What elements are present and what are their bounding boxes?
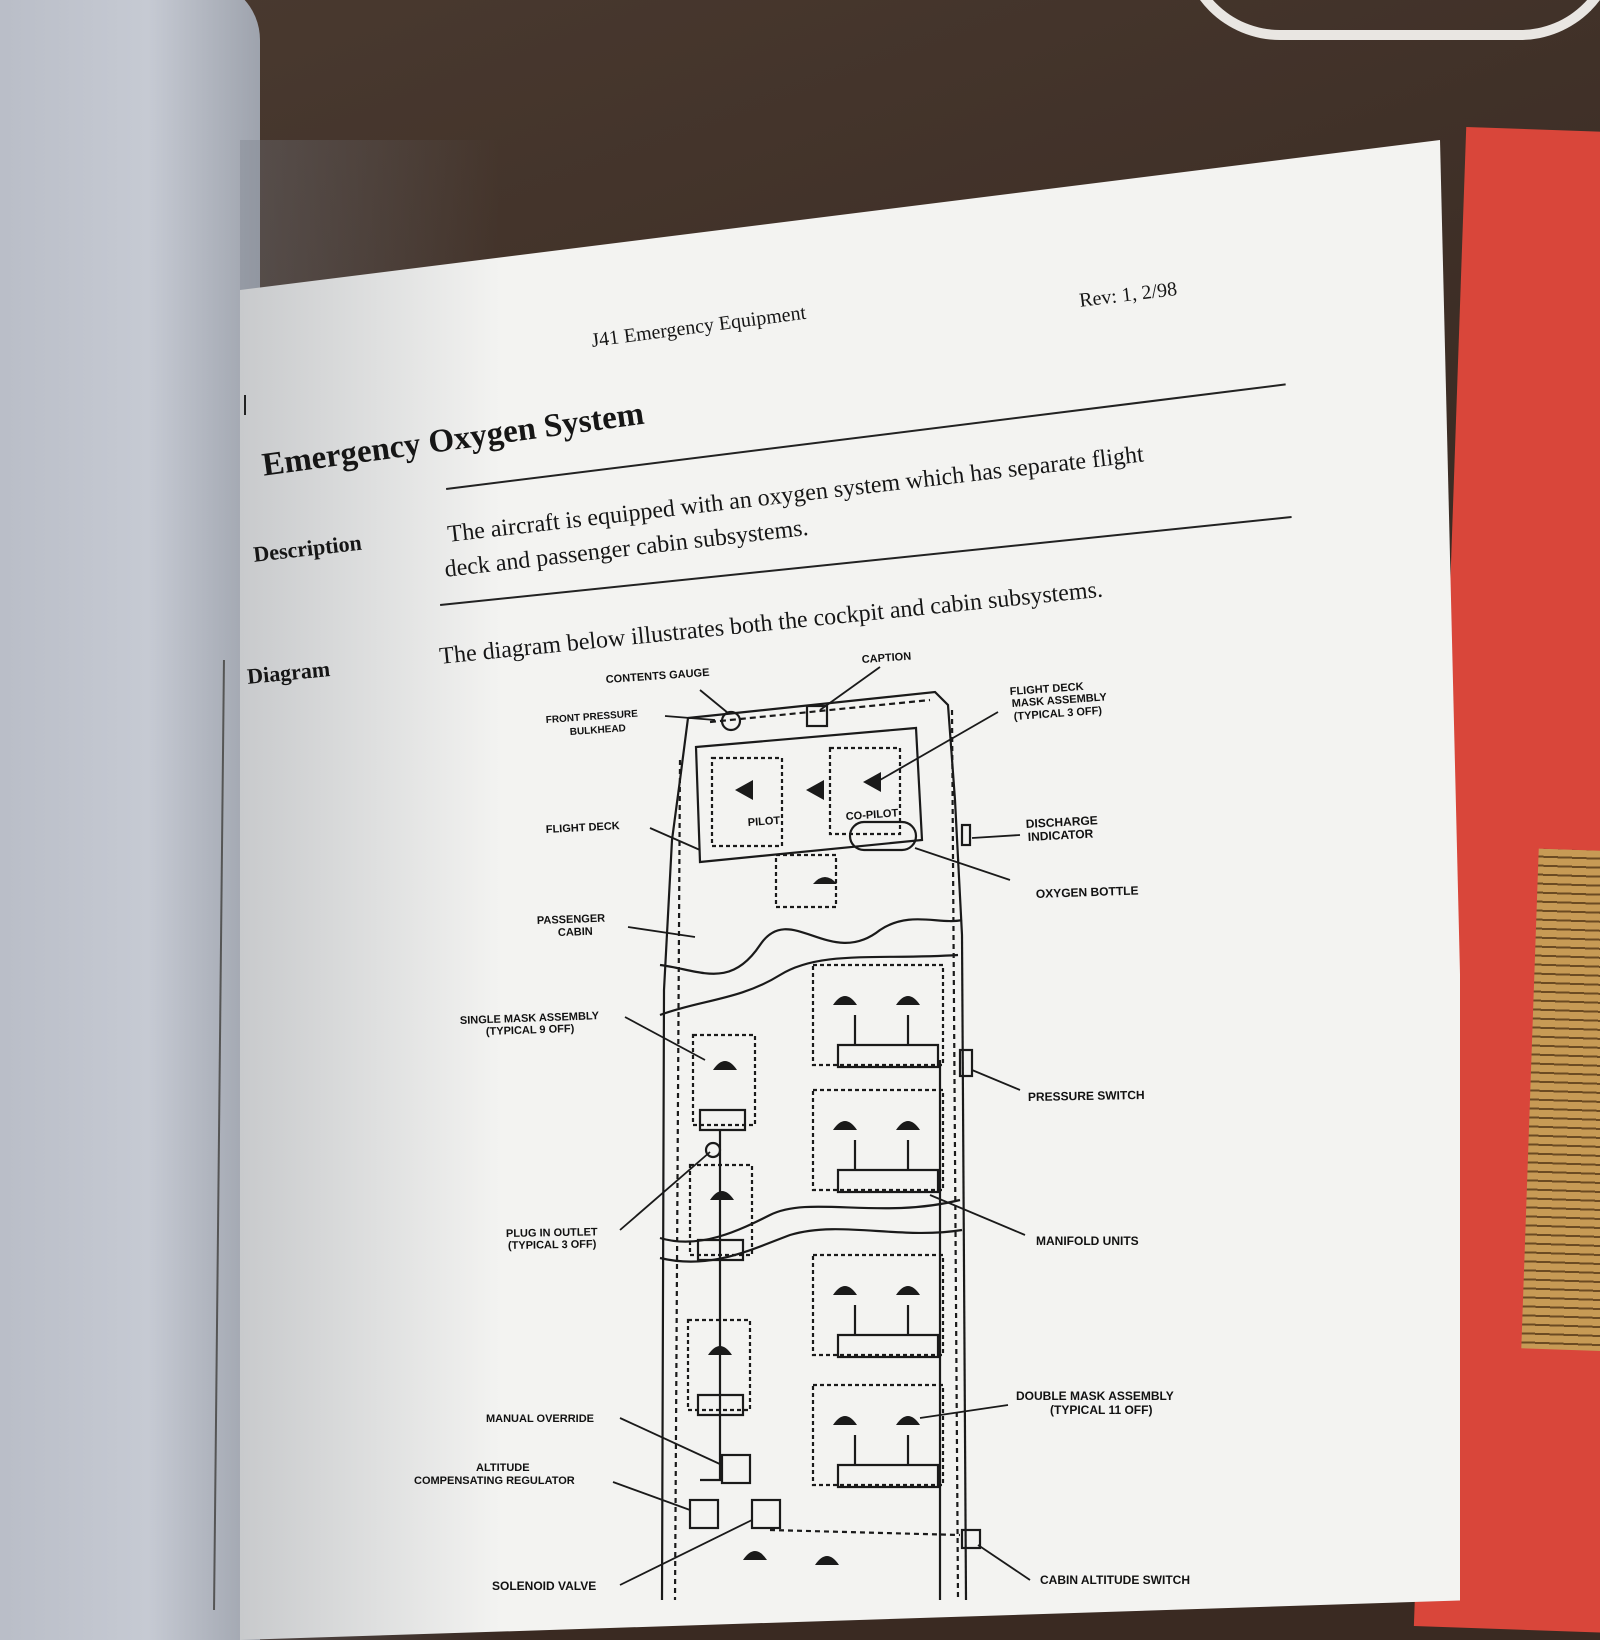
page-content: J41 Emergency Equipment Rev: 1, 2/98 Eme… — [246, 278, 1292, 1600]
plug-in-outlet-symbol — [704, 1141, 722, 1159]
manual-override-label: MANUAL OVERRIDE — [486, 1413, 594, 1425]
flight-deck-label: FLIGHT DECK — [546, 820, 621, 836]
flight-deck-mask-icon — [735, 780, 824, 800]
contents-gauge-symbol — [720, 710, 742, 732]
caption-label: CAPTION — [861, 651, 911, 666]
cabin-label: CABIN — [558, 926, 593, 939]
discharge-label: DISCHARGE — [1025, 813, 1098, 831]
pilot-label: PILOT — [747, 815, 780, 829]
bulkhead-label: BULKHEAD — [569, 723, 626, 738]
jump-seat — [774, 853, 838, 909]
callout-leaders — [612, 666, 1031, 1586]
fuselage-break-1 — [659, 918, 963, 975]
manual-override-symbol — [720, 1453, 752, 1485]
passenger-label: PASSENGER — [537, 913, 606, 927]
oxygen-bottle-symbol — [848, 820, 918, 852]
solenoid-valve-label: SOLENOID VALVE — [492, 1579, 596, 1593]
altitude-regulator-symbol — [688, 1498, 720, 1530]
flight-deck-box — [694, 726, 924, 864]
co-pilot-seat — [828, 746, 902, 836]
altitude-label: ALTITUDE — [476, 1462, 530, 1474]
indicator-label: INDICATOR — [1027, 827, 1094, 844]
mask-symbols — [735, 772, 881, 884]
contents-gauge-label: CONTENTS GAUGE — [605, 667, 709, 686]
double-mask-box-2 — [811, 1088, 945, 1192]
single-mask-label-1: SINGLE MASK ASSEMBLY — [460, 1010, 600, 1027]
margin-mark — [244, 395, 246, 415]
fuselage-break-3 — [659, 1198, 961, 1243]
discharge-indicator-symbol — [960, 823, 972, 847]
pressure-switch-label: PRESSURE SWITCH — [1028, 1088, 1145, 1104]
single-mask-label-2: (TYPICAL 9 OFF) — [486, 1023, 575, 1038]
fuselage-break-2 — [659, 953, 959, 1017]
single-mask-box-1 — [691, 1033, 757, 1127]
co-pilot-label: CO-PILOT — [845, 807, 899, 823]
fuselage-left-outline — [660, 717, 690, 1600]
flight-deck-mask-label-1: FLIGHT DECK — [1009, 681, 1084, 698]
page-shadow — [240, 140, 500, 1640]
double-mask-box-3 — [811, 1253, 945, 1357]
double-mask-label-2: (TYPICAL 11 OFF) — [1050, 1403, 1152, 1417]
fuselage-right-outline — [960, 934, 968, 1600]
pressure-switch-symbol — [958, 1048, 974, 1078]
plug-in-outlet-label-1: PLUG IN OUTLET — [506, 1226, 598, 1240]
manifold-units-symbols — [688, 1015, 982, 1550]
solenoid-valve-symbol — [750, 1498, 782, 1530]
cabin-altitude-switch-label: CABIN ALTITUDE SWITCH — [1040, 1573, 1190, 1587]
left-supply-line — [700, 1130, 722, 1482]
cabin-mask-icons — [708, 996, 920, 1565]
co-pilot-mask-icon — [863, 772, 881, 792]
double-mask-box-1 — [811, 963, 945, 1067]
cabin-altitude-switch-symbol — [960, 1528, 982, 1550]
double-mask-label-1: DOUBLE MASK ASSEMBLY — [1016, 1389, 1174, 1403]
oxygen-bottle-label: OXYGEN BOTTLE — [1036, 883, 1139, 901]
bulkhead-dashed-line — [709, 698, 931, 724]
caption-symbol — [805, 704, 829, 728]
plug-in-outlet-label-2: (TYPICAL 3 OFF) — [508, 1238, 597, 1252]
compensating-regulator-label: COMPENSATING REGULATOR — [414, 1475, 575, 1487]
fuselage-break-4 — [659, 1228, 963, 1263]
right-dashed-line — [950, 709, 960, 1600]
double-mask-box-4 — [811, 1383, 945, 1487]
oxygen-system-diagram: CONTENTS GAUGE CAPTION FRONT PRESSURE BU… — [414, 651, 1190, 1600]
pilot-seat — [710, 756, 784, 848]
observer-mask-icon — [813, 877, 837, 884]
manifold-units-label: MANIFOLD UNITS — [1036, 1234, 1139, 1248]
cabin-altitude-signal-line — [769, 1528, 961, 1537]
fuselage-nose-outline — [687, 690, 964, 936]
document-page — [240, 140, 1460, 1640]
